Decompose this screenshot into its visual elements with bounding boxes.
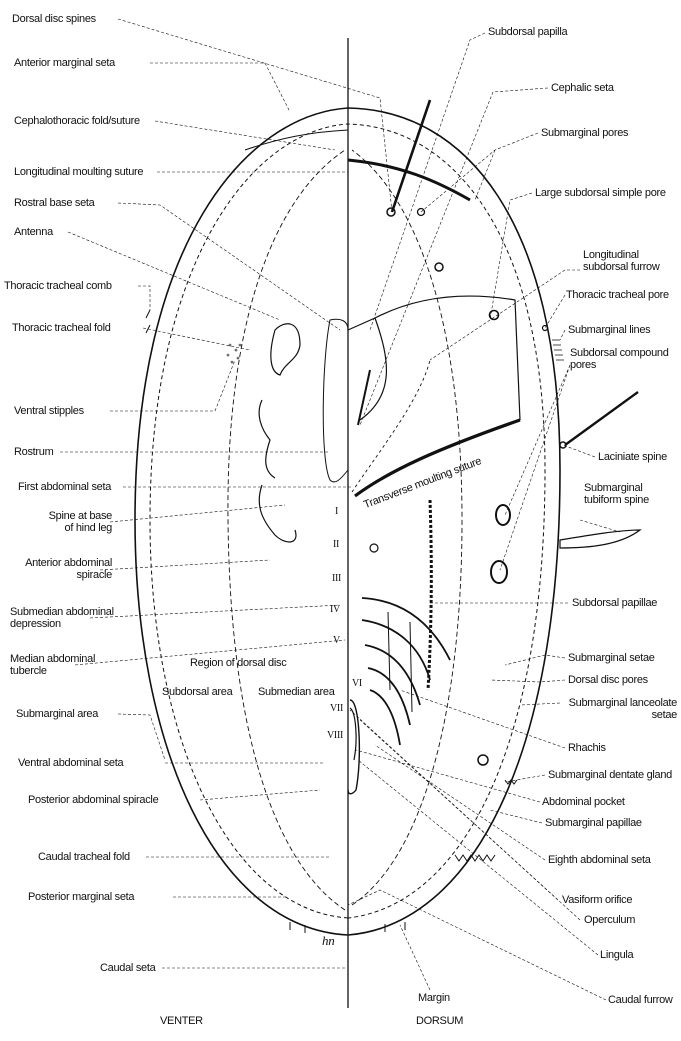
label-operculum: Operculum [584,914,635,926]
label-ventral-abdominal-seta: Ventral abdominal seta [18,757,123,769]
artist-signature: hn [322,935,334,947]
label-spine-hind-leg: Spine at base of hind leg [14,510,112,534]
leader-13 [100,560,270,570]
label-cephalothoracic-fold: Cephalothoracic fold/suture [14,115,140,127]
segment-label: II [333,539,339,551]
leader-2 [150,63,290,112]
leg-outline-1 [271,324,300,375]
dorsum-subdorsal-line [352,150,462,905]
cephalic-seta [392,100,430,212]
segment-label: V [333,635,340,647]
label-submarginal-pores: Submarginal pores [541,127,628,139]
label-rostrum: Rostrum [14,446,53,458]
label-thoracic-tracheal-fold: Thoracic tracheal fold [12,322,111,334]
leg-outline-2 [259,400,275,478]
laciniate-spine [565,392,638,445]
label-caudal-seta: Caudal seta [100,962,155,974]
label-submarginal-tubiform-spine: Submarginal tubiform spine [584,482,649,506]
label-caudal-furrow: Caudal furrow [608,994,673,1006]
label-lingula: Lingula [600,949,633,961]
label-anterior-abdominal-spiracle: Anterior abdominal spiracle [14,557,112,581]
label-abdominal-pocket: Abdominal pocket [542,796,625,808]
label-subdorsal-papillae: Subdorsal papillae [572,597,657,609]
label-anterior-marginal-seta: Anterior marginal seta [14,57,115,69]
label-submedian-area: Submedian area [258,686,335,698]
label-dorsal-disc-pores: Dorsal disc pores [568,674,648,686]
label-subdorsal-compound-pores: Subdorsal compound pores [570,347,669,371]
label-longitudinal-subdorsal-furrow: Longitudinal subdorsal furrow [583,249,660,273]
segment-label: III [332,573,341,585]
label-laciniate-spine: Laciniate spine [598,451,667,463]
leader-18 [200,790,320,800]
label-dorsal-disc-spines: Dorsal disc spines [12,13,96,25]
label-thoracic-tracheal-pore: Thoracic tracheal pore [566,289,669,301]
label-median-abdominal-tubercle: Median abdominal tubercle [10,653,95,677]
label-region-of-dorsal-disc: Region of dorsal disc [190,657,286,669]
label-submarginal-setae: Submarginal setae [568,652,655,664]
label-subdorsal-papilla: Subdorsal papilla [488,26,567,38]
transverse-suture [355,420,520,496]
label-cephalic-seta: Cephalic seta [551,82,614,94]
leader-7 [138,286,150,310]
label-submarginal-papillae: Submarginal papillae [545,817,642,829]
leader-1 [118,19,392,212]
leader-9 [110,360,235,411]
segment-label: VII [330,703,343,715]
label-submarginal-dentate-gland: Submarginal dentate gland [548,769,672,781]
leader-3 [155,121,335,150]
leg-outline-3 [259,485,296,542]
label-posterior-marginal-seta: Posterior marginal seta [28,891,134,903]
label-ventral-stipples: Ventral stipples [14,405,84,417]
label-submedian-abdominal-depression: Submedian abdominal depression [10,606,114,630]
label-submarginal-lines: Submarginal lines [568,324,650,336]
segment-label: VIII [327,730,343,742]
label-submarginal-area: Submarginal area [16,708,98,720]
leader-12 [110,505,285,522]
title-venter: VENTER [160,1015,203,1027]
label-eighth-abdominal-seta: Eighth abdominal seta [548,854,651,866]
segment-label: I [335,506,338,518]
label-submarginal-lanceolate-setae: Submarginal lanceolate setae [563,697,677,721]
segment-label: IV [330,604,340,616]
label-longitudinal-moulting-suture: Longitudinal moulting suture [14,166,143,178]
label-first-abdominal-seta: First abdominal seta [18,481,111,493]
label-posterior-abdominal-spiracle: Posterior abdominal spiracle [28,794,158,806]
label-thoracic-tracheal-comb: Thoracic tracheal comb [4,280,112,292]
label-caudal-tracheal-fold: Caudal tracheal fold [38,851,130,863]
label-large-subdorsal-simple-pore: Large subdorsal simple pore [535,187,666,199]
title-dorsum: DORSUM [416,1015,463,1027]
leader-14 [90,605,340,618]
label-vasiform-orifice: Vasiform orifice [562,894,632,906]
leader-8 [143,328,250,350]
leader-16 [118,714,165,760]
cephalothoracic-fold [348,160,470,200]
label-subdorsal-area: Subdorsal area [162,686,232,698]
label-margin: Margin [418,992,450,1004]
label-rhachis: Rhachis [568,742,606,754]
segment-label: VI [352,678,362,690]
tubiform-spine [560,530,640,548]
label-rostral-base-seta: Rostral base seta [14,197,95,209]
label-antenna: Antenna [14,226,53,238]
